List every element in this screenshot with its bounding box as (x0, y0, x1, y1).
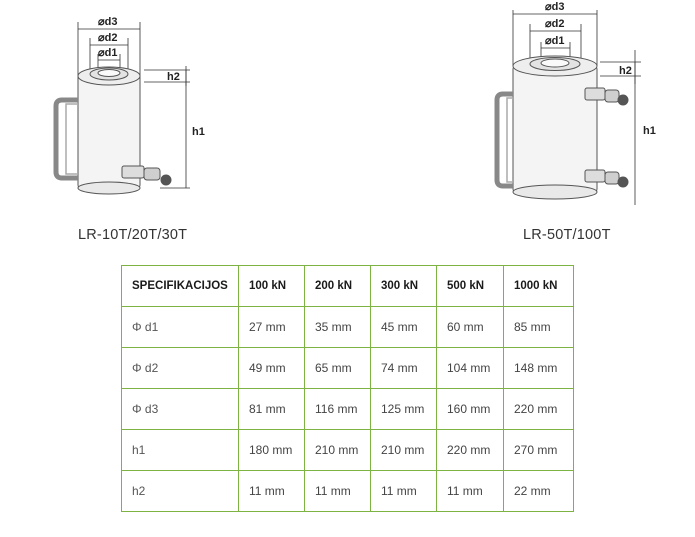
header-cell: 300 kN (370, 265, 437, 307)
model-caption-left: LR-10T/20T/30T (78, 227, 188, 243)
table-cell: 49 mm (238, 347, 305, 389)
table-row: Φ d2 49 mm 65 mm 74 mm 104 mm 148 mm (121, 347, 574, 389)
dim-h1-label: h1 (192, 126, 205, 138)
table-cell: 74 mm (370, 347, 437, 389)
table-row: Φ d1 27 mm 35 mm 45 mm 60 mm 85 mm (121, 306, 574, 348)
table-cell: 148 mm (503, 347, 574, 389)
table-cell: 60 mm (436, 306, 504, 348)
table-cell: 220 mm (436, 429, 504, 471)
table-cell: 270 mm (503, 429, 574, 471)
table-cell: 22 mm (503, 470, 574, 512)
row-label: Φ d3 (121, 388, 239, 430)
table-cell: 81 mm (238, 388, 305, 430)
table-cell: 11 mm (304, 470, 371, 512)
dim-d1-label: ⌀d1 (545, 35, 564, 47)
row-label: h2 (121, 470, 239, 512)
cylinder-drawing-left: ⌀d3 ⌀d2 ⌀d1 h2 h1 (53, 16, 205, 195)
cylinder-drawing-right: ⌀d3 ⌀d2 ⌀d1 h2 h1 (494, 1, 656, 205)
table-cell: 85 mm (503, 306, 574, 348)
table-cell: 11 mm (436, 470, 504, 512)
table-cell: 116 mm (304, 388, 371, 430)
dim-d2-label: ⌀d2 (98, 32, 117, 44)
table-row: Φ d3 81 mm 116 mm 125 mm 160 mm 220 mm (121, 388, 574, 430)
dim-d2-label: ⌀d2 (545, 18, 564, 30)
table-row: h2 11 mm 11 mm 11 mm 11 mm 22 mm (121, 470, 574, 512)
table-cell: 27 mm (238, 306, 305, 348)
model-caption-right: LR-50T/100T (523, 227, 611, 243)
specifications-table: SPECIFIKACIJOS 100 kN 200 kN 300 kN 500 … (121, 265, 574, 512)
table-cell: 160 mm (436, 388, 504, 430)
table-cell: 45 mm (370, 306, 437, 348)
header-cell: 500 kN (436, 265, 504, 307)
table-row: h1 180 mm 210 mm 210 mm 220 mm 270 mm (121, 429, 574, 471)
dim-d3-label: ⌀d3 (98, 16, 117, 28)
table-cell: 220 mm (503, 388, 574, 430)
header-cell: SPECIFIKACIJOS (121, 265, 239, 307)
header-cell: 1000 kN (503, 265, 574, 307)
dim-h2-label: h2 (619, 65, 632, 77)
table-cell: 11 mm (370, 470, 437, 512)
table-cell: 210 mm (304, 429, 371, 471)
dim-h2-label: h2 (167, 71, 180, 83)
row-label: Φ d1 (121, 306, 239, 348)
table-cell: 104 mm (436, 347, 504, 389)
row-label: Φ d2 (121, 347, 239, 389)
header-cell: 100 kN (238, 265, 305, 307)
header-cell: 200 kN (304, 265, 371, 307)
dim-h1-label: h1 (643, 125, 656, 137)
row-label: h1 (121, 429, 239, 471)
table-cell: 65 mm (304, 347, 371, 389)
table-cell: 35 mm (304, 306, 371, 348)
table-cell: 180 mm (238, 429, 305, 471)
dim-d1-label: ⌀d1 (98, 47, 117, 59)
dim-d3-label: ⌀d3 (545, 1, 564, 13)
table-cell: 125 mm (370, 388, 437, 430)
table-cell: 210 mm (370, 429, 437, 471)
table-header-row: SPECIFIKACIJOS 100 kN 200 kN 300 kN 500 … (121, 265, 574, 307)
table-cell: 11 mm (238, 470, 305, 512)
